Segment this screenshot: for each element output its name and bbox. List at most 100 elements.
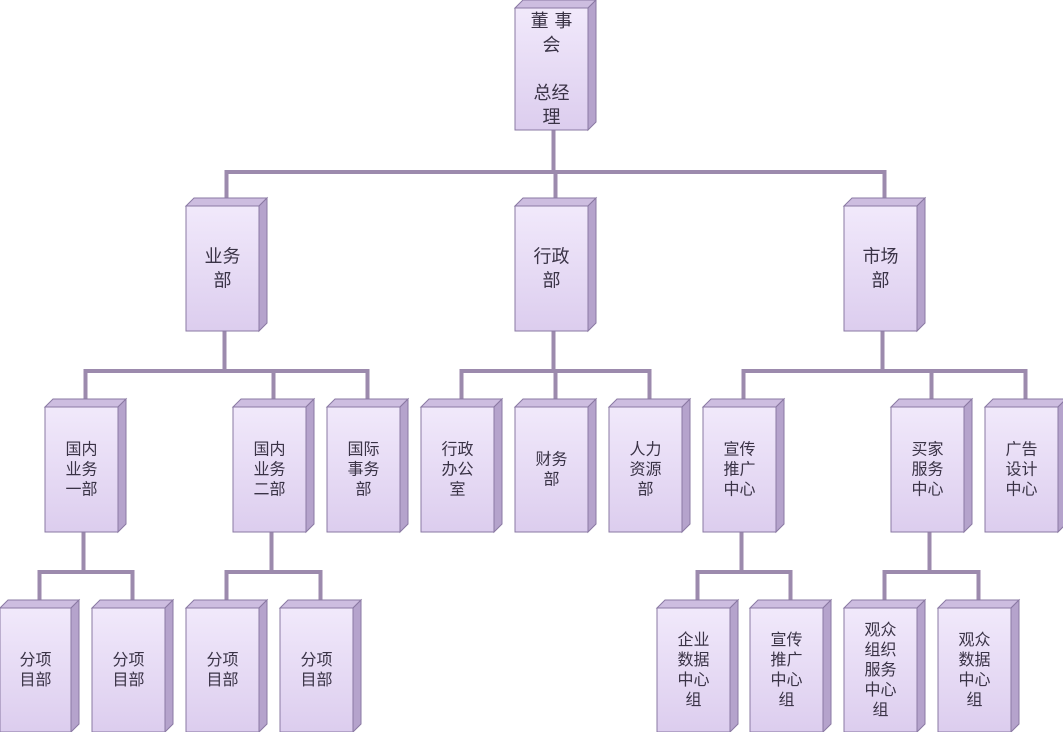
- box-label-line: 组: [872, 700, 888, 719]
- box-label-line: 设计: [1005, 460, 1037, 479]
- box-front-face: [843, 607, 918, 732]
- box-label-line: 办公: [441, 460, 473, 479]
- box-front-face: [749, 607, 824, 732]
- box-label-line: 买家: [911, 440, 943, 459]
- org-box-board: 董 事会总经理: [513, 0, 597, 132]
- box-label: 广告设计中心: [1005, 440, 1037, 499]
- box-label-line: 人力: [629, 440, 661, 459]
- org-box-promo: 宣传推广中心: [701, 397, 786, 534]
- org-box-enterprise-data: 企业数据中心组: [655, 598, 740, 732]
- box-top-face: [513, 398, 598, 408]
- box-side-face: [305, 397, 315, 534]
- box-top-face: [513, 197, 598, 207]
- org-box-market: 市场部: [842, 196, 927, 333]
- box-label-line: 总经: [534, 83, 570, 104]
- box-front-face: [514, 406, 589, 533]
- box-label: 企业数据中心组: [677, 630, 709, 709]
- box-front-face: [185, 607, 260, 732]
- box-label: 分项目部: [300, 650, 332, 689]
- box-side-face: [1010, 598, 1020, 732]
- box-label-line: 服务: [911, 460, 943, 479]
- box-label-line: 中心: [1005, 480, 1037, 499]
- box-top-face: [842, 599, 927, 609]
- box-top-face: [231, 398, 316, 408]
- box-top-face: [43, 398, 128, 408]
- box-top-face: [655, 599, 740, 609]
- box-label: 观众数据中心组: [958, 630, 990, 709]
- box-side-face: [117, 397, 127, 534]
- box-label-line: 中心: [770, 670, 802, 689]
- box-top-face: [184, 197, 269, 207]
- box-front-face: [656, 607, 731, 732]
- box-top-face: [936, 599, 1021, 609]
- box-label: 国内业务二部: [253, 440, 285, 499]
- box-label-line: 部: [214, 271, 232, 292]
- box-label: 宣传推广中心: [723, 440, 755, 499]
- org-box-sub4: 分项目部: [278, 598, 363, 732]
- box-label-line: 市场: [863, 247, 899, 268]
- box-label-line: 目部: [206, 670, 238, 689]
- box-side-face: [399, 397, 409, 534]
- box-front-face: [984, 406, 1059, 533]
- box-label: 买家服务中心: [911, 440, 943, 499]
- box-label-line: 中心: [958, 670, 990, 689]
- org-box-business: 业务部: [184, 196, 269, 333]
- box-side-face: [822, 598, 832, 732]
- box-label-line: 资源: [629, 460, 661, 479]
- box-label-line: 推广: [770, 650, 802, 669]
- org-box-sub1: 分项目部: [0, 598, 81, 732]
- box-label-line: 中心: [677, 670, 709, 689]
- box-side-face: [916, 598, 926, 732]
- box-label: 观众组织服务中心组: [864, 620, 896, 719]
- box-label-line: 服务: [864, 660, 896, 679]
- box-label-line: 数据: [958, 650, 990, 669]
- box-label-line: 组: [778, 690, 794, 709]
- box-front-face: [232, 406, 307, 533]
- box-side-face: [258, 598, 268, 732]
- box-label-line: 企业: [677, 630, 709, 649]
- box-label-line: 分项: [300, 650, 332, 669]
- box-top-face: [748, 599, 833, 609]
- box-front-face: [843, 205, 918, 332]
- org-box-promo-center: 宣传推广中心组: [748, 598, 833, 732]
- box-top-face: [419, 398, 504, 408]
- box-front-face: [514, 7, 589, 131]
- box-label-line: 部: [872, 271, 890, 292]
- box-side-face: [963, 397, 973, 534]
- box-label-line: 分项: [206, 650, 238, 669]
- box-label-line: 行政: [534, 247, 570, 268]
- box-front-face: [937, 607, 1012, 732]
- box-side-face: [916, 196, 926, 333]
- box-label-line: 室: [449, 480, 465, 499]
- box-label-line: 一部: [65, 480, 97, 499]
- box-label-line: 行政: [441, 440, 473, 459]
- org-box-ad-design: 广告设计中心: [983, 398, 1063, 534]
- org-box-audience-org: 观众组织服务中心组: [842, 598, 927, 732]
- box-label: 国内业务一部: [65, 440, 97, 499]
- box-side-face: [681, 397, 691, 534]
- box-label: 分项目部: [206, 650, 238, 689]
- box-label-line: 事务: [347, 460, 379, 479]
- box-label-line: 组织: [864, 640, 896, 659]
- box-side-face: [775, 397, 785, 534]
- box-label-line: 中心: [911, 480, 943, 499]
- box-top-face: [0, 599, 81, 609]
- box-side-face: [493, 397, 503, 534]
- org-box-hr: 人力资源部: [607, 397, 692, 534]
- box-label-line: 目部: [112, 670, 144, 689]
- box-top-face: [278, 599, 363, 609]
- box-label-line: 国内: [253, 440, 285, 459]
- box-side-face: [70, 598, 80, 732]
- box-top-face: [184, 599, 269, 609]
- box-front-face: [890, 406, 965, 533]
- box-label: 行政部: [534, 247, 570, 292]
- box-label-line: 部: [355, 480, 371, 499]
- org-box-admin-office: 行政办公室: [419, 397, 504, 534]
- box-label: 国际事务部: [347, 440, 379, 499]
- box-top-face: [842, 197, 927, 207]
- box-side-face: [1057, 401, 1063, 534]
- box-front-face: [514, 205, 589, 332]
- box-label-line: 分项: [19, 650, 51, 669]
- box-label-line: 国际: [347, 440, 379, 459]
